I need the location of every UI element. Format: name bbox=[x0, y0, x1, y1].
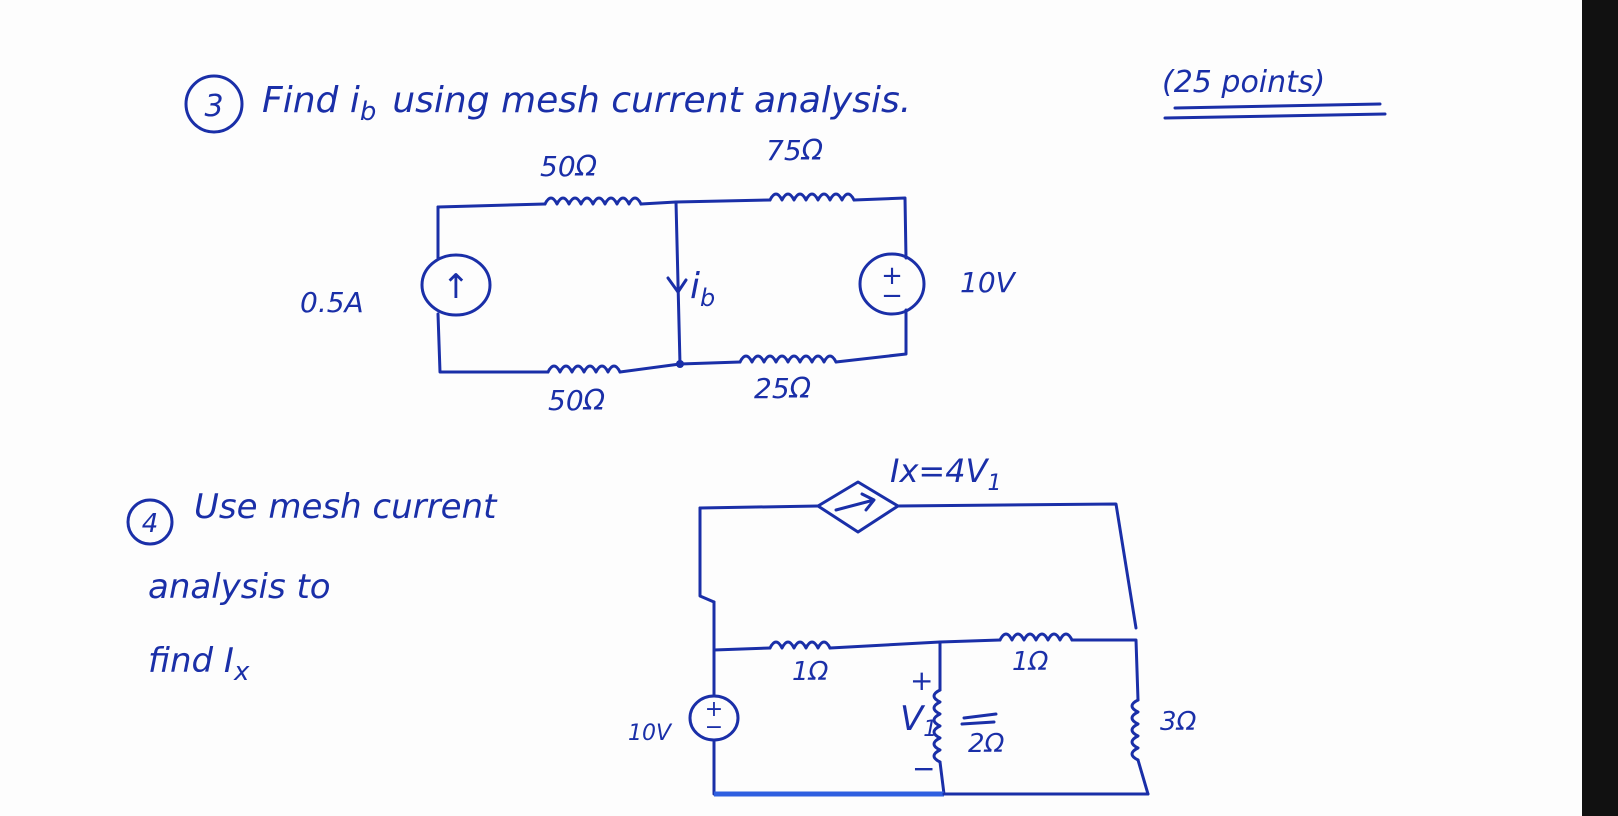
problem-4: 4 Use mesh current analysis to find Ix I… bbox=[126, 452, 1197, 797]
wire bbox=[1136, 758, 1150, 796]
resistor-label-25-bottom: 25Ω bbox=[754, 372, 812, 405]
points-label: (25 points) bbox=[1162, 65, 1325, 100]
problem-number-circle bbox=[126, 498, 174, 546]
wire bbox=[436, 202, 547, 209]
resistor-25-bottom bbox=[738, 354, 838, 364]
voltage-source-minus: − bbox=[881, 281, 903, 311]
wire bbox=[698, 506, 716, 604]
resistor-2-center bbox=[932, 688, 942, 764]
dependent-source-label: Ix=4V1 bbox=[890, 452, 1001, 496]
resistor-label-3: 3Ω bbox=[1160, 707, 1197, 737]
current-source-arrow: ↑ bbox=[442, 267, 471, 307]
wire bbox=[698, 504, 820, 510]
source-plus: + bbox=[705, 697, 723, 722]
resistor-1-right bbox=[998, 632, 1074, 642]
points-underline-2 bbox=[1163, 112, 1387, 120]
wire bbox=[639, 200, 678, 206]
problem-number: 4 bbox=[142, 509, 159, 539]
wire bbox=[834, 308, 908, 364]
resistor-3-right bbox=[1130, 698, 1140, 762]
problem-3: 3 Find ib using mesh current analysis. (2… bbox=[184, 65, 1387, 417]
resistor-label-50-bottom: 50Ω bbox=[548, 384, 606, 417]
prompt-rest: using mesh current analysis. bbox=[392, 80, 911, 121]
problem-number: 3 bbox=[204, 89, 223, 124]
problem-prompt: Find ib using mesh current analysis. bbox=[262, 80, 911, 127]
voltage-source-label: 10V bbox=[960, 266, 1017, 299]
resistor-label-1-left: 1Ω bbox=[792, 657, 829, 687]
source-minus: − bbox=[705, 715, 723, 740]
resistor-50-top bbox=[543, 196, 643, 206]
v1-plus: + bbox=[910, 664, 933, 697]
branch-current-arrow bbox=[666, 276, 688, 294]
resistor-label-50-top: 50Ω bbox=[540, 150, 598, 183]
wire bbox=[852, 196, 908, 260]
resistor-1-left bbox=[768, 640, 832, 650]
prompt-line-1: Use mesh current bbox=[194, 487, 498, 527]
v1-minus: − bbox=[912, 752, 935, 785]
v1-label: V1 bbox=[900, 699, 937, 742]
prompt-sub: b bbox=[360, 97, 377, 127]
dependent-current-source[interactable] bbox=[816, 480, 900, 534]
wire bbox=[1070, 638, 1140, 702]
voltage-source[interactable] bbox=[858, 252, 926, 316]
points-underline bbox=[1173, 102, 1382, 110]
wire bbox=[828, 638, 1002, 650]
wire bbox=[674, 198, 772, 204]
prompt-line-2: analysis to bbox=[148, 567, 331, 607]
dependent-source-arrow bbox=[834, 492, 876, 512]
problem-number-circle bbox=[184, 74, 244, 134]
wire bbox=[712, 600, 772, 652]
prompt-find: Find i bbox=[262, 80, 360, 121]
resistor-label-2: 2Ω bbox=[968, 729, 1005, 759]
resistor-75-top bbox=[768, 192, 856, 202]
branch-current-label: ib bbox=[690, 266, 715, 312]
wire bbox=[436, 312, 550, 374]
prompt-line-3: find Ix bbox=[148, 641, 250, 687]
resistor-50-bottom bbox=[546, 364, 622, 374]
worksheet-canvas: 3 Find ib using mesh current analysis. (2… bbox=[126, 65, 1387, 797]
scribble-mark bbox=[960, 712, 998, 726]
voltage-source-label: 10V bbox=[628, 721, 673, 746]
wire bbox=[896, 502, 1138, 630]
middle-branch-wire bbox=[674, 200, 682, 366]
current-source[interactable] bbox=[420, 253, 492, 317]
resistor-label-1-right: 1Ω bbox=[1012, 647, 1049, 677]
current-source-label: 0.5A bbox=[300, 286, 364, 319]
junction-node bbox=[676, 360, 684, 368]
resistor-label-75-top: 75Ω bbox=[766, 134, 824, 167]
scrollbar[interactable] bbox=[1582, 0, 1618, 816]
voltage-source-plus: + bbox=[881, 261, 903, 291]
wire bbox=[938, 760, 946, 796]
